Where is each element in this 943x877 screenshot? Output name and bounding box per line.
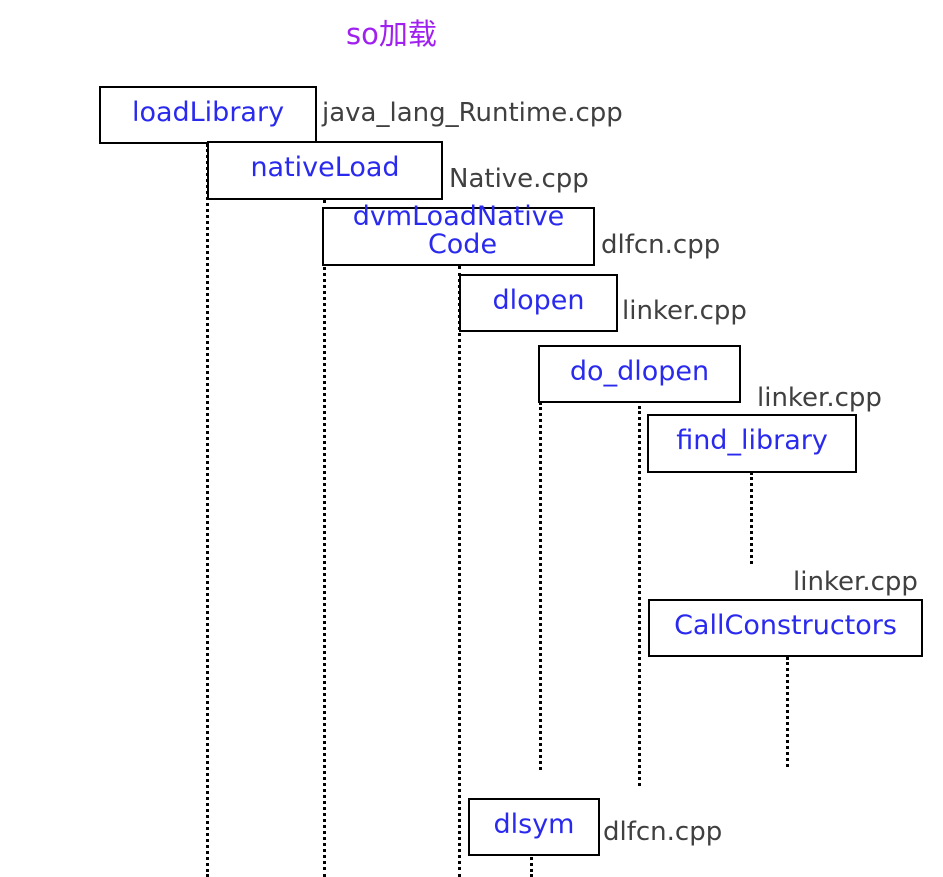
function-box-nativeLoad: nativeLoad — [207, 141, 443, 200]
lifeline-CallConstructors — [786, 657, 789, 767]
diagram-title: so加载 — [346, 17, 437, 51]
function-label-find_library: find_library — [676, 425, 828, 456]
function-box-do_dlopen: do_dlopen — [538, 345, 741, 403]
lifeline-dvmLoadNativeCode — [458, 266, 461, 877]
function-box-loadLibrary: loadLibrary — [99, 86, 317, 144]
lifeline-dlopen-lower — [530, 852, 533, 877]
function-box-dlsym: dlsym — [468, 798, 600, 856]
function-box-find_library: find_library — [647, 414, 857, 473]
function-box-dlopen: dlopen — [459, 274, 618, 332]
function-label-do_dlopen: do_dlopen — [569, 356, 710, 387]
function-label-dvmLoadNativeCode-line2: Code — [427, 229, 498, 260]
lifeline-do_dlopen — [539, 402, 542, 770]
lifeline-find_library — [750, 472, 753, 564]
function-label-nativeLoad: nativeLoad — [250, 152, 400, 183]
file-label-dlfcn-dvm: dlfcn.cpp — [601, 230, 721, 260]
file-label-java_lang_Runtime: java_lang_Runtime.cpp — [322, 98, 623, 128]
function-box-CallConstructors: CallConstructors — [648, 599, 923, 657]
function-label-dlsym: dlsym — [493, 809, 575, 840]
function-label-CallConstructors: CallConstructors — [674, 610, 897, 641]
function-box-dvmLoadNativeCode: dvmLoadNative Code — [322, 203, 595, 266]
file-label-dlfcn-dlsym: dlfcn.cpp — [603, 817, 723, 847]
function-label-dlopen: dlopen — [492, 285, 585, 316]
function-label-loadLibrary: loadLibrary — [131, 97, 285, 128]
lifeline-nativeLoad — [323, 200, 326, 877]
function-label-dvmLoadNativeCode-line1: dvmLoadNative — [352, 201, 565, 232]
file-label-native: Native.cpp — [449, 164, 589, 194]
file-label-linker-callconstructors: linker.cpp — [793, 567, 918, 597]
lifeline-linker-inner — [638, 406, 641, 786]
file-label-linker-dlopen: linker.cpp — [622, 296, 747, 326]
lifeline-loadLibrary — [206, 144, 209, 877]
file-label-linker-do_dlopen: linker.cpp — [757, 383, 882, 413]
